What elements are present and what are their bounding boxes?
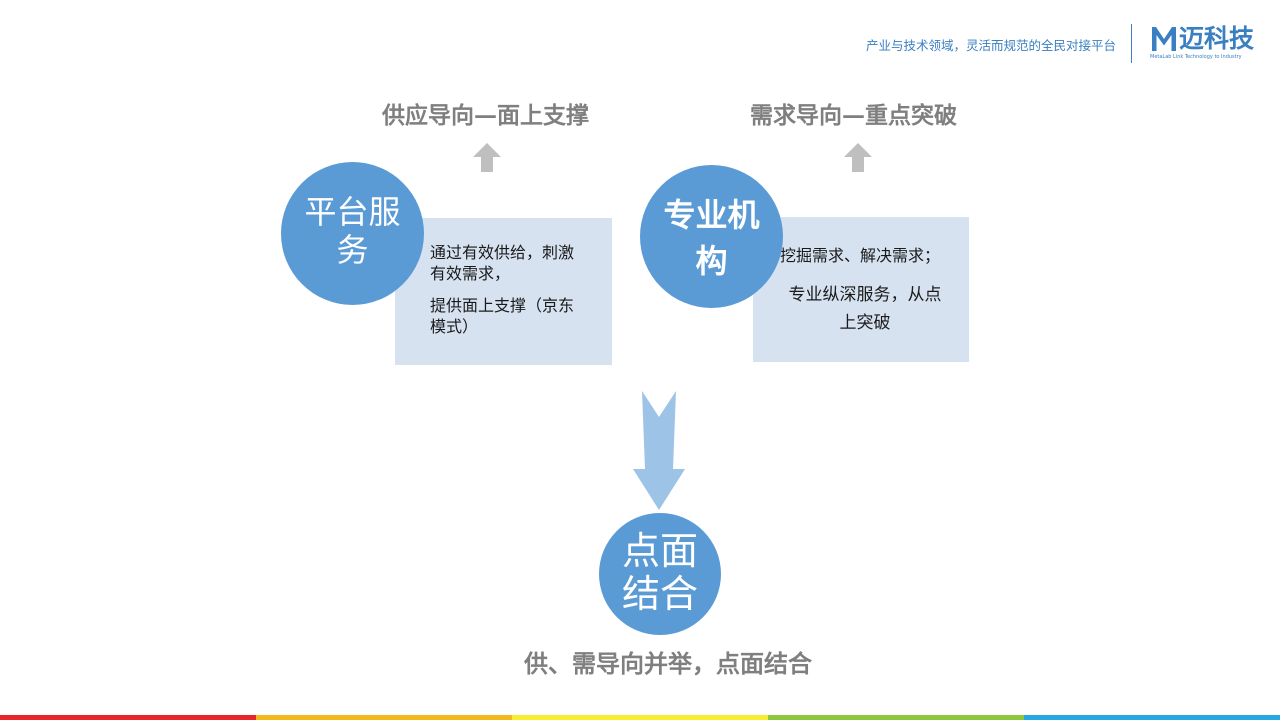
professional-circle-label-line2: 构: [695, 242, 728, 280]
supply-orientation-title: 供应导向—面上支撑: [382, 102, 589, 129]
demand-orientation-title: 需求导向—重点突破: [750, 102, 957, 129]
header-divider: [1131, 24, 1132, 63]
bar-segment-orange: [256, 715, 512, 720]
bar-segment-blue: [1024, 715, 1280, 720]
professional-org-box: 挖掘需求、解决需求； 专业纵深服务，从点 上突破: [753, 217, 969, 362]
header-tagline: 产业与技术领域，灵活而规范的全民对接平台: [865, 38, 1116, 53]
bottom-caption: 供、需导向并举，点面结合: [524, 650, 812, 678]
professional-text-line2: 专业纵深服务，从点: [788, 285, 942, 305]
point-surface-label-line1: 点面: [621, 529, 698, 573]
platform-service-circle: 平台服 务: [281, 162, 424, 305]
platform-text-line1: 通过有效供给，刺激: [430, 243, 575, 262]
bottom-color-bar: [0, 715, 1280, 720]
platform-text-line4: 模式）: [430, 317, 479, 336]
up-arrow-icon: [844, 143, 872, 172]
professional-org-circle: 专业机 构: [640, 165, 783, 308]
point-surface-label-line2: 结合: [621, 572, 698, 616]
platform-text-line3: 提供面上支撑（京东: [430, 296, 575, 315]
logo-name: 迈科技: [1179, 24, 1255, 53]
platform-circle-label-line2: 务: [336, 231, 369, 269]
platform-service-box: 通过有效供给，刺激 有效需求， 提供面上支撑（京东 模式）: [395, 218, 612, 365]
professional-circle-label-line1: 专业机: [663, 196, 760, 234]
logo-subtitle: MetaLab Link Technology to Industry: [1150, 54, 1242, 60]
point-surface-circle: 点面 结合: [599, 513, 721, 635]
company-logo[interactable]: 迈科技 MetaLab Link Technology to Industry: [1150, 24, 1270, 64]
m-logo-icon: [1152, 27, 1176, 51]
platform-text-line2: 有效需求，: [430, 264, 511, 283]
bar-segment-yellow: [512, 715, 768, 720]
up-arrow-icon: [473, 143, 501, 172]
bar-segment-green: [768, 715, 1024, 720]
professional-text-line1: 挖掘需求、解决需求；: [780, 246, 941, 265]
bar-segment-red: [0, 715, 256, 720]
platform-circle-label-line1: 平台服: [304, 193, 401, 231]
down-arrow-icon: [633, 391, 685, 510]
professional-text-line3: 上突破: [839, 313, 891, 333]
